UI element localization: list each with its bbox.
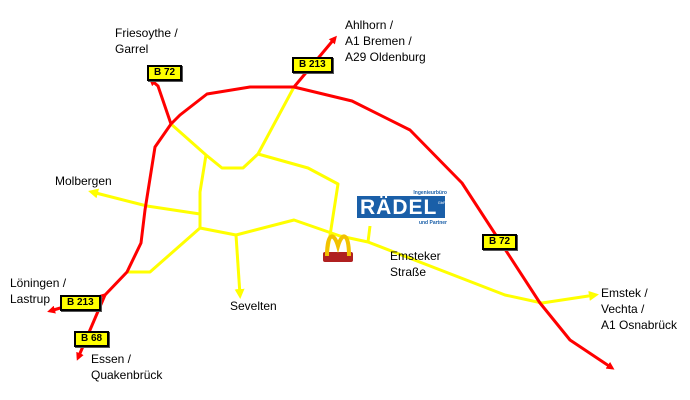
label-loeningen: Löningen / Lastrup — [10, 276, 67, 306]
badge-b213-north: B 213 — [292, 57, 333, 73]
road-east-loop — [257, 152, 340, 256]
mcdonalds-logo-icon — [323, 234, 353, 262]
road-inner-west — [198, 154, 208, 228]
road-friesoythe-connector — [170, 86, 296, 170]
label-sevelten: Sevelten — [230, 299, 277, 313]
road-west — [103, 123, 173, 297]
logo-gbr: GbR — [437, 200, 446, 205]
badge-b72-east: B 72 — [482, 234, 518, 250]
road-ring — [169, 85, 615, 370]
label-essen: Essen / Quakenbrück — [91, 352, 163, 382]
label-emstek: Emstek / Vechta / A1 Osnabrück — [601, 286, 678, 332]
logo-bottom-text: und Partner — [418, 220, 447, 226]
raedel-logo: Ingenieurbüro RÄDEL GbR und Partner — [357, 190, 449, 230]
road-southwest — [127, 226, 201, 274]
label-molbergen: Molbergen — [55, 174, 112, 188]
road-office-access — [366, 225, 372, 243]
road-emsteker-strasse — [199, 218, 599, 305]
road-sevelten — [234, 234, 245, 299]
road-b72-north — [148, 78, 173, 125]
logo-name: RÄDEL — [357, 196, 445, 219]
label-ahlhorn: Ahlhorn / A1 Bremen / A29 Oldenburg — [345, 18, 426, 64]
badge-b213-west: B 213 — [60, 295, 101, 311]
label-emsteker-strasse: Emsteker Straße — [390, 249, 441, 279]
label-friesoythe: Friesoythe / Garrel — [115, 26, 178, 56]
badge-b72-north: B 72 — [147, 65, 183, 81]
badge-b68: B 68 — [74, 331, 110, 347]
logo-top-text: Ingenieurbüro — [413, 190, 447, 196]
